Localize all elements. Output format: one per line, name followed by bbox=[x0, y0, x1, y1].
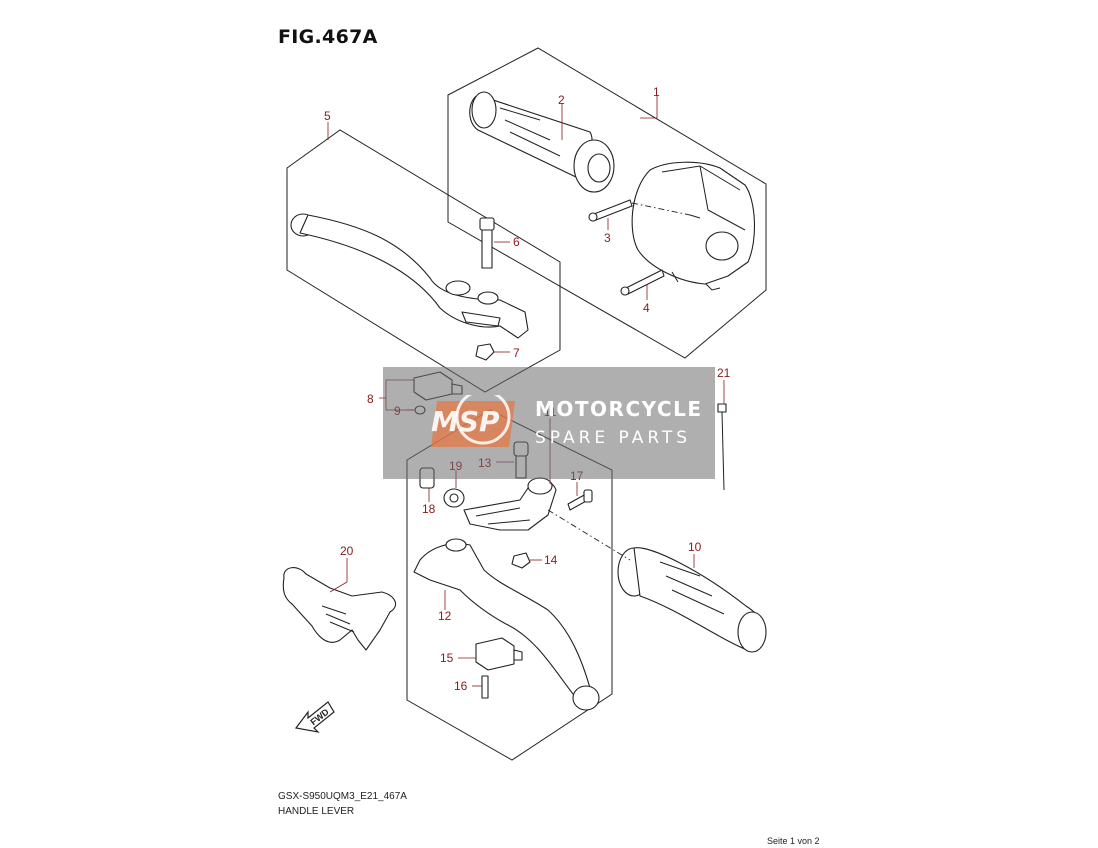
watermark-logo-text: MSP bbox=[431, 405, 500, 438]
watermark-overlay: MSP MOTORCYCLE SPARE PARTS bbox=[383, 367, 715, 479]
watermark-line-1: MOTORCYCLE bbox=[535, 397, 703, 421]
callout-8: 8 bbox=[367, 392, 374, 406]
callout-5: 5 bbox=[324, 109, 331, 123]
callout-4: 4 bbox=[643, 301, 650, 315]
callout-10: 10 bbox=[688, 540, 702, 554]
frame-throttle-assembly bbox=[447, 47, 767, 359]
figure-code: GSX-S950UQM3_E21_467A bbox=[278, 791, 407, 802]
callout-15: 15 bbox=[440, 651, 454, 665]
callout-3: 3 bbox=[604, 231, 611, 245]
cable-tie-21-part bbox=[717, 403, 727, 491]
callout-14: 14 bbox=[544, 553, 558, 567]
callout-2: 2 bbox=[558, 93, 565, 107]
callout-20: 20 bbox=[340, 544, 354, 558]
callout-18: 18 bbox=[422, 502, 436, 516]
callout-1: 1 bbox=[653, 85, 660, 99]
nut-19-part bbox=[443, 488, 465, 508]
brake-lever-part bbox=[290, 213, 529, 339]
callout-7: 7 bbox=[513, 346, 520, 360]
clutch-switch-15-part bbox=[475, 637, 523, 671]
msp-logo-icon bbox=[431, 395, 515, 447]
figure-title: FIG.467A bbox=[278, 26, 378, 48]
figure-name: HANDLE LEVER bbox=[278, 806, 355, 817]
bolt-6-part bbox=[479, 217, 495, 269]
switch-cover-20-part bbox=[282, 567, 397, 651]
fwd-arrow-icon: FWD bbox=[294, 701, 335, 733]
callout-21: 21 bbox=[717, 366, 731, 380]
nut-14-part bbox=[511, 552, 531, 569]
callout-6: 6 bbox=[513, 235, 520, 249]
callout-12: 12 bbox=[438, 609, 452, 623]
screw-16-part bbox=[481, 675, 489, 699]
screw-4-part bbox=[620, 269, 665, 296]
watermark-line-2: SPARE PARTS bbox=[535, 428, 692, 448]
screw-3-part bbox=[588, 199, 633, 222]
left-grip-10-part bbox=[617, 547, 767, 653]
screw-17-part bbox=[567, 489, 593, 511]
callout-16: 16 bbox=[454, 679, 468, 693]
clutch-lever-12-part bbox=[413, 538, 600, 711]
clutch-holder-11-part bbox=[463, 477, 557, 531]
nut-7-part bbox=[475, 343, 495, 361]
page-indicator: Seite 1 von 2 bbox=[767, 836, 820, 846]
throttle-grip-part bbox=[469, 91, 615, 193]
frame-brake-lever-assembly bbox=[286, 129, 561, 393]
switch-housing-part bbox=[631, 161, 755, 291]
